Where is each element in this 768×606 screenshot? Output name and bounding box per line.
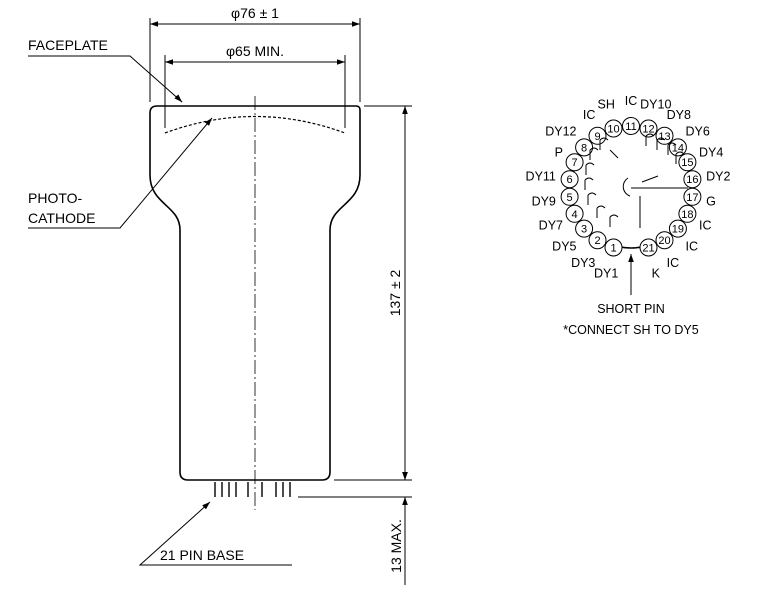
pin-12-number: 12 (642, 124, 654, 136)
pin-20-label: IC (667, 256, 680, 270)
pin-9-label: IC (583, 108, 596, 122)
pin-3-label: DY5 (552, 240, 576, 254)
photocathode-label-line1: PHOTO- (28, 190, 83, 206)
pin-11-number: 11 (625, 121, 636, 133)
pin-1-label: DY1 (594, 266, 618, 280)
pin-7-number: 7 (572, 157, 578, 169)
pin-8-label: DY12 (545, 124, 576, 138)
outer-diameter-text: φ76 ± 1 (231, 5, 279, 21)
tube-outline (149, 105, 361, 481)
photocathode-diameter-dimension (164, 55, 346, 128)
pin-6-number: 6 (567, 174, 573, 186)
pin-21-circle (639, 238, 658, 257)
pin-base-leader (138, 501, 292, 566)
pin-1-circle (604, 238, 623, 257)
pin-18-number: 18 (681, 209, 693, 221)
pin-18-circle (678, 204, 697, 223)
pin-9-circle (588, 126, 607, 145)
pin-2-label: DY3 (571, 256, 595, 270)
pin-15-number: 15 (681, 157, 693, 169)
pin-10-circle (604, 119, 623, 138)
pin-8-number: 8 (581, 142, 587, 154)
pin-17-label: G (706, 195, 716, 209)
pin-1-number: 1 (610, 243, 616, 255)
pin-10-label: SH (598, 98, 615, 112)
faceplate-leader (28, 55, 183, 103)
pin-4-circle (565, 204, 584, 223)
pin-7-circle (565, 153, 584, 172)
pin-7-label: P (555, 145, 563, 159)
length-dimension (334, 105, 412, 481)
base-pins (214, 482, 291, 497)
electrode-sketch (584, 133, 688, 228)
pin-12-circle (639, 119, 658, 138)
pin-8-circle (575, 138, 594, 157)
pin-13-circle (655, 126, 674, 145)
pin-16-label: DY2 (706, 170, 730, 184)
pin-6-label: DY11 (526, 170, 556, 184)
pin-17-circle (683, 187, 702, 206)
pin-4-number: 4 (572, 209, 578, 221)
outer-diameter-dimension (149, 18, 361, 102)
pin-2-number: 2 (594, 235, 600, 247)
pin-base-label: 21 PIN BASE (160, 547, 244, 563)
pin-20-circle (655, 231, 674, 250)
pin-21-label: K (652, 266, 661, 280)
pin-18-label: IC (699, 219, 712, 233)
pin-2-circle (588, 231, 607, 250)
length-text: 137 ± 2 (387, 269, 403, 316)
pin-15-circle (678, 153, 697, 172)
pin-19-circle (668, 219, 687, 238)
connect-note: *CONNECT SH TO DY5 (563, 323, 698, 337)
pin-10-number: 10 (607, 124, 619, 136)
pin-20-number: 20 (658, 235, 670, 247)
short-pin-label: SHORT PIN (597, 302, 665, 316)
pin-19-number: 19 (672, 224, 684, 236)
pin-21-number: 21 (642, 243, 654, 255)
pin-13-label: DY8 (667, 108, 691, 122)
pin-3-number: 3 (581, 224, 587, 236)
pin-14-number: 14 (672, 142, 684, 154)
base-length-dimension (298, 462, 412, 585)
pin-16-circle (683, 170, 702, 189)
photocathode-leader (28, 117, 213, 229)
pin-11-label: IC (625, 94, 638, 108)
pin-19-label: IC (686, 240, 699, 254)
photocathode-diameter-text: φ65 MIN. (226, 43, 284, 59)
pin-11-circle (622, 117, 640, 135)
faceplate-label: FACEPLATE (28, 37, 108, 53)
pin-3-circle (575, 219, 594, 238)
photocathode-arc (164, 115, 346, 134)
pin-5-circle (560, 187, 579, 206)
base-length-text: 13 MAX. (388, 519, 404, 573)
pin-15-label: DY4 (699, 145, 723, 159)
pin-5-number: 5 (567, 192, 573, 204)
pin-9-number: 9 (594, 131, 600, 143)
pin-16-number: 16 (686, 174, 698, 186)
pin-17-number: 17 (686, 192, 698, 204)
pin-12-label: DY10 (640, 98, 671, 112)
pin-4-label: DY7 (539, 219, 563, 233)
pin-6-circle (560, 170, 579, 189)
pin-14-label: DY6 (686, 124, 710, 138)
pin-5-label: DY9 (532, 195, 556, 209)
pin-13-number: 13 (658, 131, 670, 143)
photocathode-label-line2: CATHODE (28, 210, 95, 226)
